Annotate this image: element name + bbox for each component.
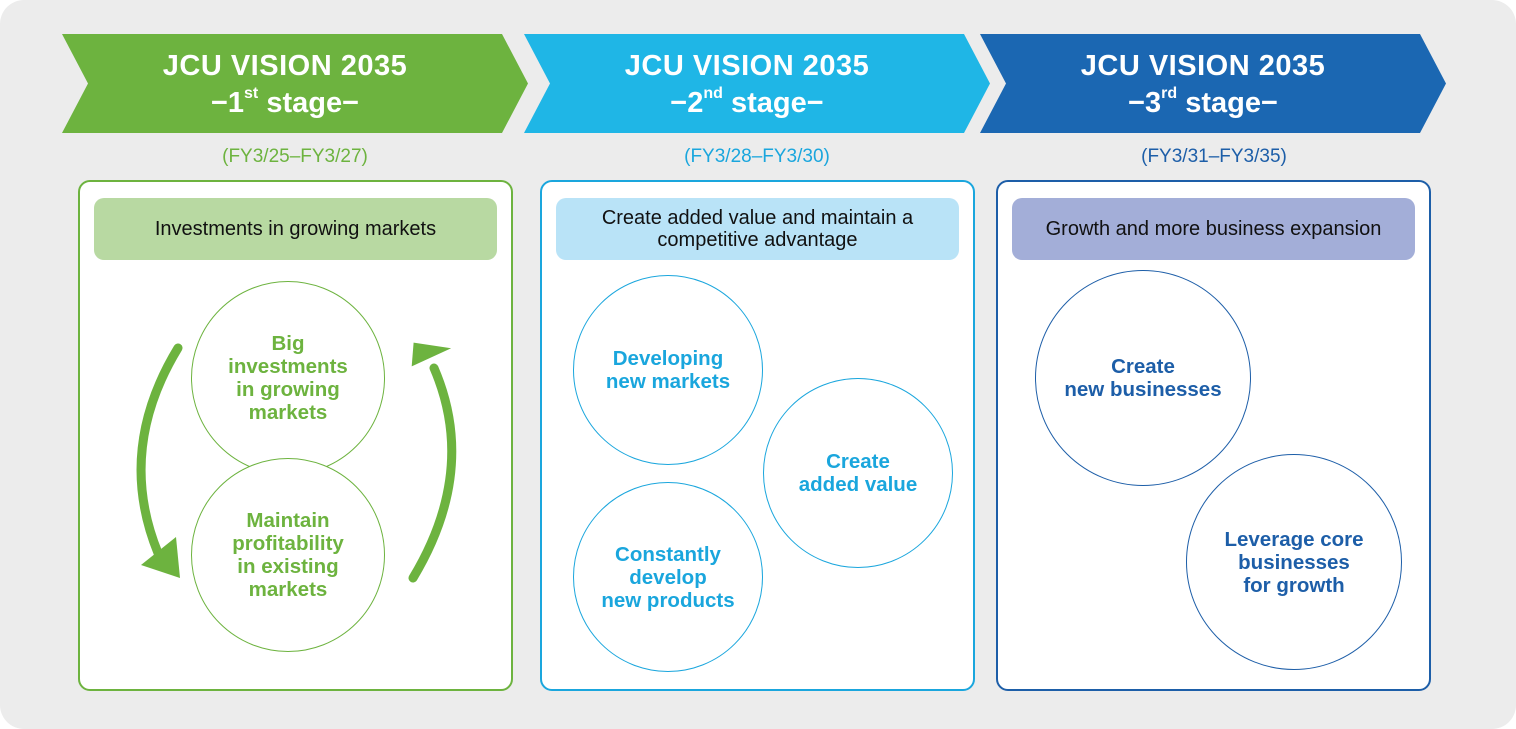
stage-1-panel: Investments in growing markets Big inves… [78,180,513,691]
circle-constantly-develop: Constantly develop new products [573,482,763,672]
left-arrowhead [141,537,180,578]
right-curved-arrow [408,363,457,583]
stage-2-panel: Create added value and maintain a compet… [540,180,975,691]
stage-3-chevron: JCU VISION 2035 −3rd stage− [980,34,1446,133]
stage-2-subtitle: −2nd stage− [670,85,824,119]
stage-1-chevron: JCU VISION 2035 −1st stage− [62,34,528,133]
left-curved-arrow [136,343,183,558]
circle-leverage-core-businesses: Leverage core businesses for growth [1186,454,1402,670]
circle-maintain-profitability: Maintain profitability in existing marke… [191,458,385,652]
circle-big-investments: Big investments in growing markets [191,281,385,475]
stage-2-title: JCU VISION 2035 [624,50,870,82]
stage-3-period: (FY3/31–FY3/35) [1141,146,1287,167]
stage-2-chevron: JCU VISION 2035 −2nd stage− [524,34,990,133]
circle-create-added-value: Create added value [763,378,953,568]
circle-developing-new-markets: Developing new markets [573,275,763,465]
stage-2-header: Create added value and maintain a compet… [556,198,959,260]
right-arrowhead [411,342,452,367]
circle-create-new-businesses: Create new businesses [1035,270,1251,486]
stage-3-subtitle: −3rd stage− [1128,85,1278,119]
stage-1-title: JCU VISION 2035 [162,50,408,82]
stage-3-panel: Growth and more business expansion Creat… [996,180,1431,691]
stage-1-header: Investments in growing markets [94,198,497,260]
stage-3-title: JCU VISION 2035 [1080,50,1326,82]
stage-3-header: Growth and more business expansion [1012,198,1415,260]
stage-2-period: (FY3/28–FY3/30) [684,146,830,167]
stage-1-subtitle: −1st stage− [210,85,360,119]
stage-1-period: (FY3/25–FY3/27) [222,146,368,167]
